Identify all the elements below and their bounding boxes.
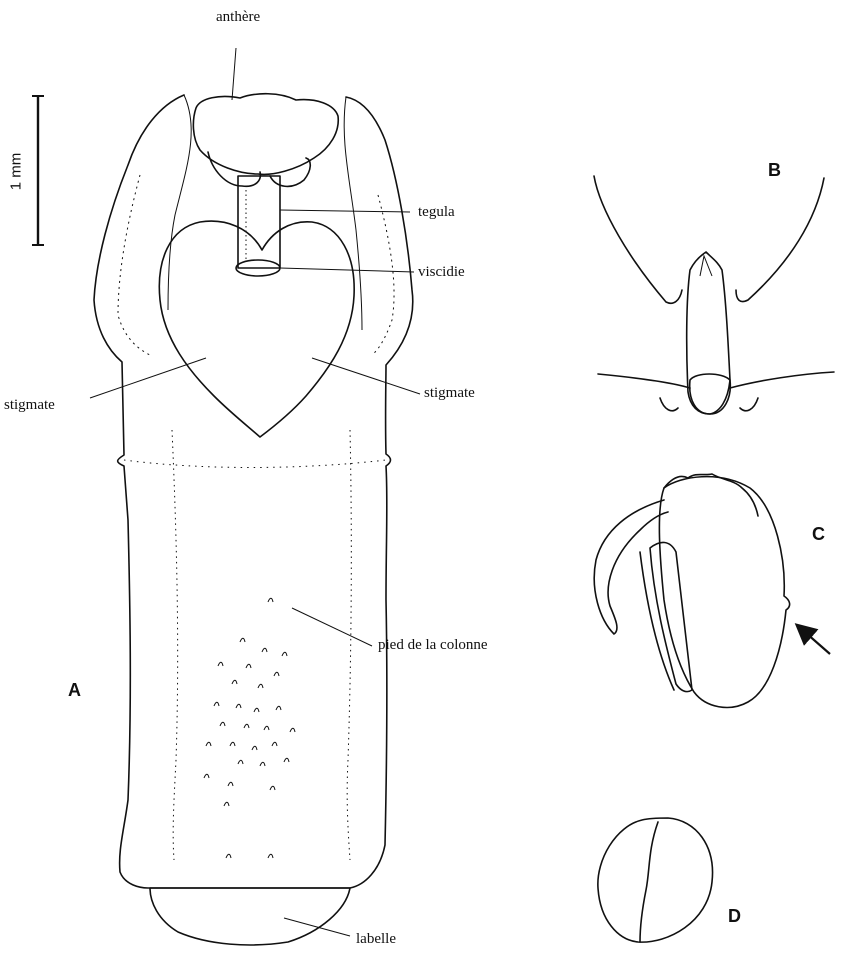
right-wing-edge — [344, 97, 362, 330]
panel-label-d: D — [728, 906, 741, 926]
label-viscidie: viscidie — [418, 263, 465, 281]
label-tegula: tegula — [418, 203, 455, 221]
panel-label-a: A — [68, 680, 81, 700]
label-stigmate-left: stigmate — [4, 396, 55, 414]
b-feet — [660, 398, 758, 411]
foot-left-edge — [172, 430, 178, 860]
b-viscidium — [690, 374, 731, 414]
d-pollinium — [598, 818, 713, 942]
left-wing-edge — [168, 95, 191, 310]
leader-anthere — [232, 48, 236, 100]
column-outline — [94, 95, 413, 888]
leader-tegula — [280, 210, 410, 212]
leader-viscidie — [280, 268, 414, 272]
left-wing-inner — [118, 175, 150, 355]
label-pied: pied de la colonne — [378, 636, 488, 654]
b-column — [687, 252, 730, 414]
leader-pied — [292, 608, 372, 646]
labellum-base — [150, 888, 350, 945]
tegula — [238, 176, 280, 268]
drawing-c — [594, 474, 830, 707]
stigma — [159, 221, 354, 437]
scale-bar-label: 1 mm — [8, 152, 25, 192]
b-right-wing — [736, 178, 824, 302]
b-left-wing — [594, 176, 682, 303]
c-body — [659, 477, 789, 708]
b-column-tip — [700, 256, 712, 276]
d-groove — [640, 822, 658, 942]
anther-lobes — [208, 152, 310, 186]
right-wing-inner — [372, 195, 394, 355]
drawing-d — [598, 818, 713, 942]
panel-label-b: B — [768, 160, 781, 180]
label-labelle: labelle — [356, 930, 396, 948]
shoulder-line — [124, 460, 386, 468]
papillae — [204, 598, 295, 858]
c-caudicle — [594, 500, 668, 634]
drawing-b — [594, 176, 834, 414]
column-drawing-a — [90, 48, 420, 945]
c-arrow — [798, 626, 830, 654]
c-pollinia — [650, 542, 692, 691]
leader-stigmate-right — [312, 358, 420, 394]
label-anthere: anthère — [216, 8, 260, 26]
anther-shape — [193, 94, 338, 175]
foot-right-edge — [347, 430, 351, 860]
c-pollinia-inner — [640, 552, 674, 690]
scale-bar — [32, 96, 44, 245]
leader-labelle — [284, 918, 350, 936]
label-stigmate-right: stigmate — [424, 384, 475, 402]
leader-stigmate-left — [90, 358, 206, 398]
panel-label-c: C — [812, 524, 825, 544]
